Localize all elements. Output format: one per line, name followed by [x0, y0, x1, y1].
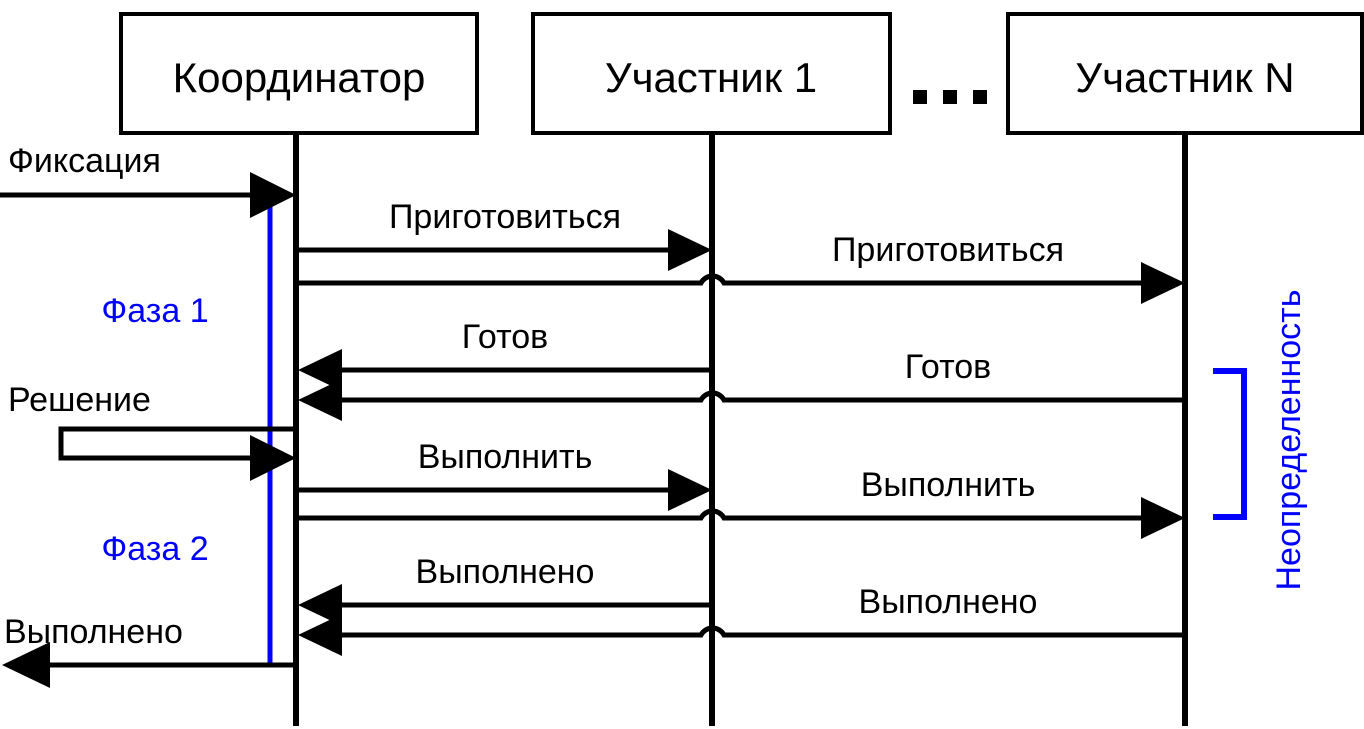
uncertainty-label: Неопределенность	[1270, 290, 1308, 591]
arrowhead-commit-p1	[668, 469, 712, 511]
ellipsis-icon	[913, 90, 987, 104]
message-label-ready-pn: Готов	[905, 348, 991, 386]
participant-label-coordinator: Координатор	[173, 54, 426, 101]
message-line-commit-pn	[299, 508, 1174, 521]
message-label-done-p1: Выполнено	[416, 553, 595, 591]
message-label-done-external: Выполнено	[4, 613, 183, 651]
participant-label-participant1: Участник 1	[605, 54, 817, 101]
participant-label-participantN: Участник N	[1075, 54, 1294, 101]
participant-box-participant1	[531, 12, 892, 135]
arrowhead-prepare-p1	[668, 229, 712, 271]
arrowhead-commit	[250, 172, 296, 218]
message-label-done-pn: Выполнено	[859, 583, 1038, 621]
message-label-ready-p1: Готов	[462, 318, 548, 356]
message-line-prepare-pn	[299, 273, 1174, 286]
phase-label-1: Фаза 1	[101, 292, 208, 330]
participant-box-participantN	[1006, 12, 1364, 135]
message-line-done-pn	[310, 625, 1185, 638]
uncertainty-bracket	[1213, 368, 1247, 520]
arrowhead-commit-pn	[1141, 497, 1185, 539]
message-label-commit-pn: Выполнить	[861, 466, 1036, 504]
arrowhead-done-external	[2, 642, 50, 688]
message-label-commit-p1: Выполнить	[418, 438, 593, 476]
message-label-prepare-p1: Приготовиться	[389, 198, 621, 236]
message-label-decision: Решение	[8, 381, 151, 419]
arrowhead-prepare-pn	[1141, 262, 1185, 304]
message-line-ready-pn	[310, 390, 1185, 403]
arrowhead-ready-pn	[298, 379, 342, 421]
arrowhead-done-p1	[298, 584, 342, 626]
arrowhead-decision-self	[250, 435, 296, 481]
message-line-decision-self	[58, 426, 296, 461]
message-label-commit: Фиксация	[8, 142, 161, 180]
arrowhead-done-pn	[298, 614, 342, 656]
message-label-prepare-pn: Приготовиться	[832, 231, 1064, 269]
arrowhead-ready-p1	[298, 349, 342, 391]
participant-box-coordinator	[119, 12, 479, 135]
phase-label-2: Фаза 2	[101, 530, 208, 568]
